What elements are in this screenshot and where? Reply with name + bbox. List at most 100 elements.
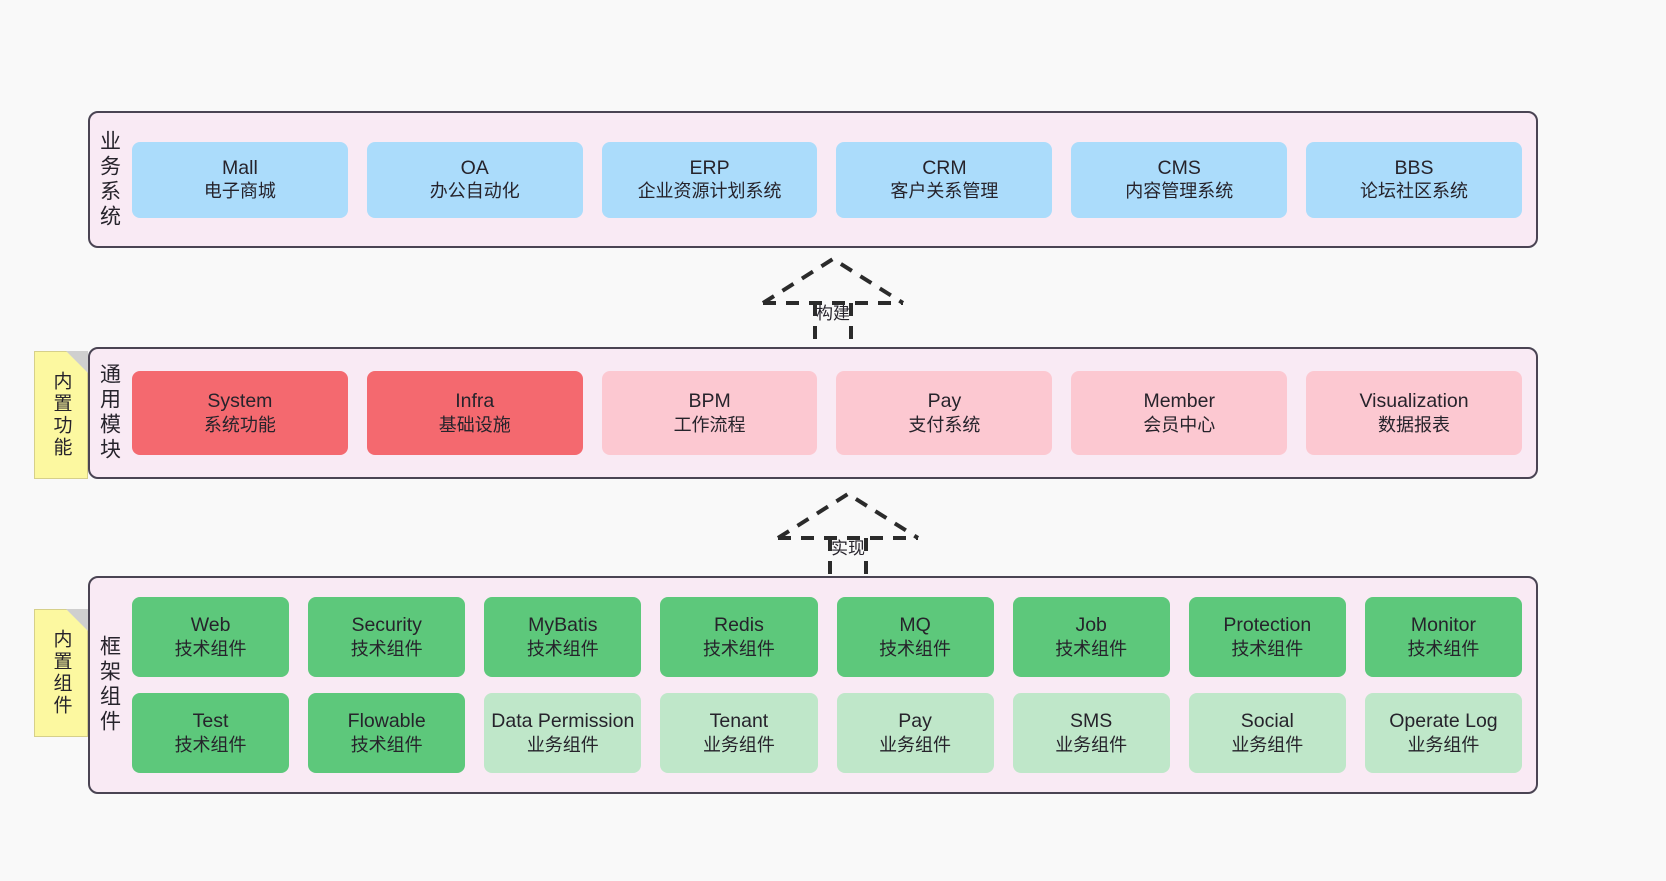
connector-label: 实现 — [831, 539, 865, 558]
card-flowable[interactable]: Flowable 技术组件 — [308, 693, 466, 773]
card-social[interactable]: Social 业务组件 — [1188, 693, 1346, 773]
frame-card-row-2: Test 技术组件 Flowable 技术组件 Data Permission … — [132, 693, 1522, 773]
card-title: BBS — [1394, 156, 1434, 179]
card-tenant[interactable]: Tenant 业务组件 — [660, 693, 818, 773]
card-title: Test — [192, 710, 229, 733]
card-title: MQ — [899, 614, 931, 637]
card-subtitle: 会员中心 — [1143, 414, 1216, 435]
card-subtitle: 技术组件 — [350, 638, 423, 659]
card-subtitle: 技术组件 — [1231, 638, 1304, 659]
card-title: System — [207, 390, 273, 413]
card-title: MyBatis — [528, 614, 598, 637]
connector-build: 构建 — [753, 255, 913, 351]
layer-common-module: 通用模块 System 系统功能 Infra 基础设施 BPM 工作流程 Pay — [88, 347, 1538, 479]
card-subtitle: 办公自动化 — [429, 181, 520, 202]
card-subtitle: 支付系统 — [908, 414, 981, 435]
card-mall[interactable]: Mall 电子商城 — [132, 141, 348, 218]
card-member[interactable]: Member 会员中心 — [1071, 371, 1288, 455]
card-title: Security — [351, 614, 422, 637]
card-pay[interactable]: Pay 支付系统 — [836, 371, 1053, 455]
card-visualization[interactable]: Visualization 数据报表 — [1306, 371, 1522, 455]
card-redis[interactable]: Redis 技术组件 — [660, 597, 818, 677]
sticky-note-builtin-function: 内置功能 — [34, 351, 88, 479]
connector-label: 构建 — [816, 304, 850, 323]
card-title: Member — [1143, 390, 1215, 413]
card-title: CRM — [922, 156, 967, 179]
card-title: CMS — [1157, 156, 1201, 179]
card-subtitle: 工作流程 — [673, 414, 746, 435]
card-title: Job — [1075, 614, 1107, 637]
card-title: Monitor — [1410, 614, 1476, 637]
card-crm[interactable]: CRM 客户关系管理 — [836, 141, 1053, 218]
card-title: Mall — [222, 156, 258, 179]
card-title: Pay — [927, 390, 962, 413]
card-subtitle: 技术组件 — [350, 734, 423, 755]
card-bpm[interactable]: BPM 工作流程 — [601, 371, 818, 455]
layer-title-business: 业务系统 — [97, 129, 121, 230]
card-test[interactable]: Test 技术组件 — [132, 693, 290, 773]
card-subtitle: 数据报表 — [1378, 414, 1451, 435]
card-subtitle: 技术组件 — [1055, 638, 1128, 659]
card-oa[interactable]: OA 办公自动化 — [366, 141, 583, 218]
card-monitor[interactable]: Monitor 技术组件 — [1364, 597, 1522, 677]
card-subtitle: 电子商城 — [203, 181, 276, 202]
layer-body-business: Mall 电子商城 OA 办公自动化 ERP 企业资源计划系统 CRM 客户关系… — [128, 113, 1536, 246]
card-title: ERP — [689, 156, 730, 179]
sticky-note-label: 内置组件 — [50, 629, 72, 717]
card-pay-business[interactable]: Pay 业务组件 — [836, 693, 994, 773]
card-mybatis[interactable]: MyBatis 技术组件 — [484, 597, 642, 677]
card-subtitle: 技术组件 — [879, 638, 952, 659]
card-sms[interactable]: SMS 业务组件 — [1012, 693, 1170, 773]
card-subtitle: 企业资源计划系统 — [637, 181, 782, 202]
card-title: Flowable — [347, 710, 426, 733]
card-mq[interactable]: MQ 技术组件 — [836, 597, 994, 677]
card-subtitle: 技术组件 — [1407, 638, 1480, 659]
layer-business-system: 业务系统 Mall 电子商城 OA 办公自动化 ERP 企业资源计划系统 CRM — [88, 111, 1538, 248]
card-title: Protection — [1223, 614, 1312, 637]
card-subtitle: 论坛社区系统 — [1360, 181, 1469, 202]
card-title: Social — [1240, 710, 1294, 733]
frame-card-row-1: Web 技术组件 Security 技术组件 MyBatis 技术组件 Redi… — [132, 597, 1522, 677]
card-title: Visualization — [1359, 390, 1469, 413]
card-bbs[interactable]: BBS 论坛社区系统 — [1306, 141, 1522, 218]
common-card-row: System 系统功能 Infra 基础设施 BPM 工作流程 Pay 支付系统… — [132, 371, 1522, 455]
card-subtitle: 技术组件 — [174, 734, 247, 755]
card-title: Data Permission — [491, 710, 635, 733]
card-system[interactable]: System 系统功能 — [132, 371, 348, 455]
sticky-note-label: 内置功能 — [50, 371, 72, 459]
card-title: Redis — [714, 614, 764, 637]
card-subtitle: 基础设施 — [438, 414, 511, 435]
card-operate-log[interactable]: Operate Log 业务组件 — [1364, 693, 1522, 773]
card-title: Web — [190, 614, 231, 637]
card-web[interactable]: Web 技术组件 — [132, 597, 290, 677]
layer-title-common: 通用模块 — [97, 363, 121, 463]
business-card-row: Mall 电子商城 OA 办公自动化 ERP 企业资源计划系统 CRM 客户关系… — [132, 141, 1522, 218]
card-subtitle: 内容管理系统 — [1125, 181, 1234, 202]
card-subtitle: 业务组件 — [526, 734, 599, 755]
card-subtitle: 技术组件 — [702, 638, 775, 659]
folded-corner-icon — [66, 351, 88, 373]
card-data-permission[interactable]: Data Permission 业务组件 — [484, 693, 642, 773]
layer-body-common: System 系统功能 Infra 基础设施 BPM 工作流程 Pay 支付系统… — [128, 349, 1536, 477]
card-subtitle: 客户关系管理 — [890, 181, 999, 202]
card-job[interactable]: Job 技术组件 — [1012, 597, 1170, 677]
card-cms[interactable]: CMS 内容管理系统 — [1071, 141, 1288, 218]
card-subtitle: 系统功能 — [203, 414, 276, 435]
sticky-note-builtin-component: 内置组件 — [34, 609, 88, 737]
folded-corner-icon — [66, 609, 88, 631]
connector-implement: 实现 — [768, 490, 928, 586]
card-security[interactable]: Security 技术组件 — [308, 597, 466, 677]
card-title: Tenant — [709, 710, 769, 733]
card-erp[interactable]: ERP 企业资源计划系统 — [601, 141, 818, 218]
card-subtitle: 业务组件 — [702, 734, 775, 755]
layer-title-frame: 框架组件 — [97, 635, 121, 735]
card-title: SMS — [1070, 710, 1113, 733]
card-infra[interactable]: Infra 基础设施 — [366, 371, 583, 455]
card-title: Infra — [455, 390, 495, 413]
card-subtitle: 技术组件 — [526, 638, 599, 659]
card-title: BPM — [688, 390, 731, 413]
card-subtitle: 业务组件 — [879, 734, 952, 755]
card-protection[interactable]: Protection 技术组件 — [1188, 597, 1346, 677]
card-subtitle: 业务组件 — [1231, 734, 1304, 755]
